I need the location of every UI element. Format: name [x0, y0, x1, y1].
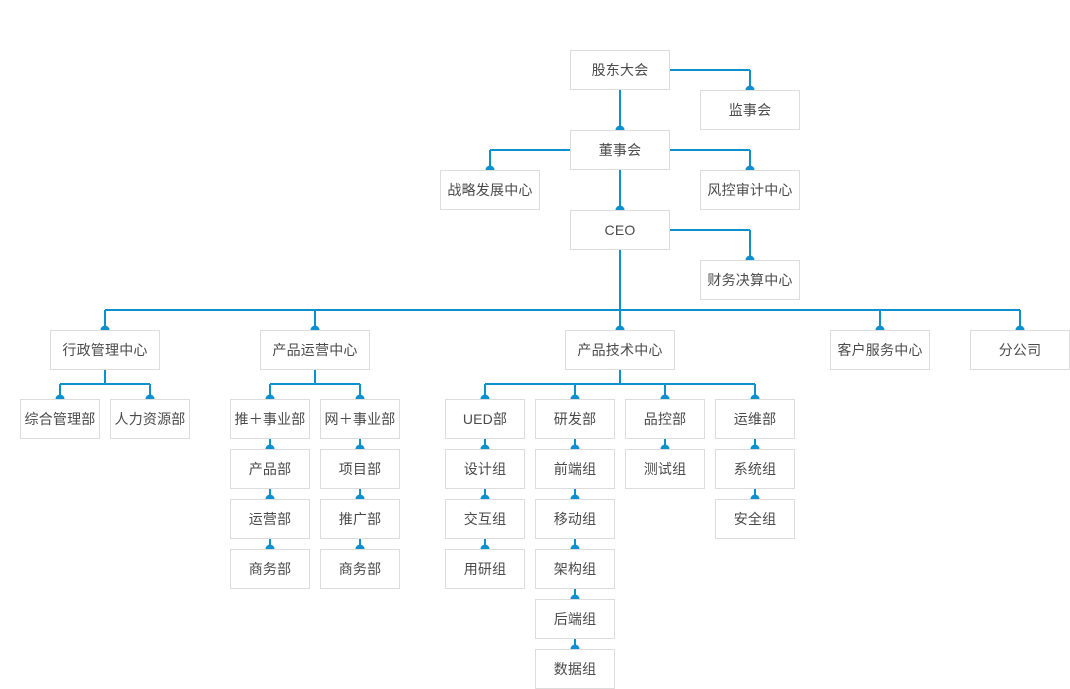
org-node-综合管理部[interactable]: 综合管理部	[20, 399, 100, 439]
org-node-用研组[interactable]: 用研组	[445, 549, 525, 589]
org-node-label: 行政管理中心	[62, 342, 148, 358]
org-node-运维部[interactable]: 运维部	[715, 399, 795, 439]
org-node-label: 网＋事业部	[324, 411, 396, 427]
org-node-label: 产品技术中心	[577, 342, 663, 358]
org-node-label: 监事会	[728, 102, 772, 118]
org-node-label: 设计组	[463, 461, 507, 477]
org-node-label: 前端组	[553, 461, 597, 477]
org-node-架构组[interactable]: 架构组	[535, 549, 615, 589]
org-node-label: 战略发展中心	[447, 182, 533, 198]
org-node-label: 产品运营中心	[272, 342, 358, 358]
org-node-数据组[interactable]: 数据组	[535, 649, 615, 689]
org-node-label: 股东大会	[591, 62, 649, 78]
org-node-项目部[interactable]: 项目部	[320, 449, 400, 489]
org-node-label: 用研组	[463, 561, 507, 577]
org-node-商务部[interactable]: 商务部	[320, 549, 400, 589]
org-node-label: 分公司	[998, 342, 1042, 358]
org-node-label: 风控审计中心	[707, 182, 793, 198]
org-node-label: CEO	[604, 222, 636, 238]
org-node-label: 测试组	[643, 461, 687, 477]
org-node-运营部[interactable]: 运营部	[230, 499, 310, 539]
org-node-label: 商务部	[248, 561, 292, 577]
org-node-label: 运维部	[733, 411, 777, 427]
org-node-研发部[interactable]: 研发部	[535, 399, 615, 439]
org-node-label: 综合管理部	[24, 411, 96, 427]
org-node-label: 系统组	[733, 461, 777, 477]
org-node-label: 产品部	[248, 461, 292, 477]
org-node-label: 财务决算中心	[707, 272, 793, 288]
org-node-客户服务中心[interactable]: 客户服务中心	[830, 330, 930, 370]
org-node-label: 品控部	[643, 411, 687, 427]
org-node-label: 架构组	[553, 561, 597, 577]
org-node-安全组[interactable]: 安全组	[715, 499, 795, 539]
org-node-行政管理中心[interactable]: 行政管理中心	[50, 330, 160, 370]
org-node-测试组[interactable]: 测试组	[625, 449, 705, 489]
org-node-产品技术中心[interactable]: 产品技术中心	[565, 330, 675, 370]
org-node-label: 后端组	[553, 611, 597, 627]
org-node-战略发展中心[interactable]: 战略发展中心	[440, 170, 540, 210]
org-node-前端组[interactable]: 前端组	[535, 449, 615, 489]
org-node-网-事业部[interactable]: 网＋事业部	[320, 399, 400, 439]
org-node-label: 董事会	[598, 142, 642, 158]
org-node-财务决算中心[interactable]: 财务决算中心	[700, 260, 800, 300]
org-node-产品运营中心[interactable]: 产品运营中心	[260, 330, 370, 370]
org-node-ued部[interactable]: UED部	[445, 399, 525, 439]
org-node-交互组[interactable]: 交互组	[445, 499, 525, 539]
org-node-label: 运营部	[248, 511, 292, 527]
org-node-ceo[interactable]: CEO	[570, 210, 670, 250]
org-node-label: UED部	[462, 411, 508, 427]
org-node-label: 推广部	[338, 511, 382, 527]
org-node-风控审计中心[interactable]: 风控审计中心	[700, 170, 800, 210]
org-node-移动组[interactable]: 移动组	[535, 499, 615, 539]
org-node-推-事业部[interactable]: 推＋事业部	[230, 399, 310, 439]
org-node-label: 商务部	[338, 561, 382, 577]
org-node-label: 研发部	[553, 411, 597, 427]
org-node-label: 客户服务中心	[837, 342, 923, 358]
org-node-股东大会[interactable]: 股东大会	[570, 50, 670, 90]
org-node-董事会[interactable]: 董事会	[570, 130, 670, 170]
org-node-设计组[interactable]: 设计组	[445, 449, 525, 489]
org-node-label: 人力资源部	[114, 411, 186, 427]
org-node-推广部[interactable]: 推广部	[320, 499, 400, 539]
org-node-人力资源部[interactable]: 人力资源部	[110, 399, 190, 439]
org-node-label: 安全组	[733, 511, 777, 527]
org-node-后端组[interactable]: 后端组	[535, 599, 615, 639]
org-node-产品部[interactable]: 产品部	[230, 449, 310, 489]
org-node-label: 项目部	[338, 461, 382, 477]
org-node-label: 移动组	[553, 511, 597, 527]
org-node-label: 交互组	[463, 511, 507, 527]
org-node-商务部[interactable]: 商务部	[230, 549, 310, 589]
org-node-系统组[interactable]: 系统组	[715, 449, 795, 489]
org-node-分公司[interactable]: 分公司	[970, 330, 1070, 370]
org-node-label: 数据组	[553, 661, 597, 677]
org-node-label: 推＋事业部	[234, 411, 306, 427]
org-node-品控部[interactable]: 品控部	[625, 399, 705, 439]
org-node-监事会[interactable]: 监事会	[700, 90, 800, 130]
